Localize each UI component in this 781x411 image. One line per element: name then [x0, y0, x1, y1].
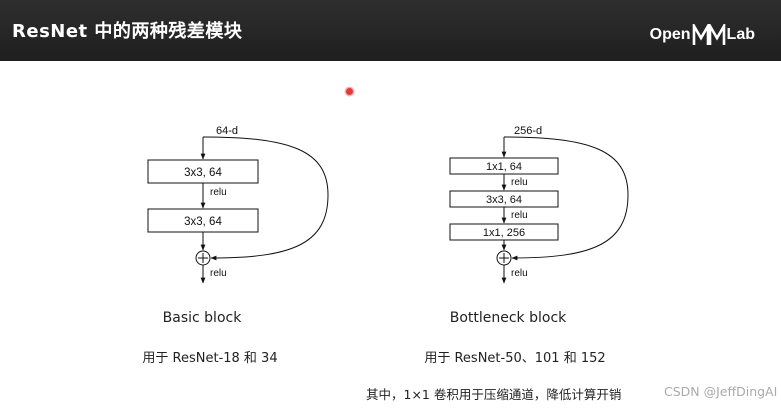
bottleneck-block-diagram: 256-d 1x1, 64 relu 3x3, 64 relu 1x1, 256…	[449, 125, 629, 284]
basic-input-label: 64-d	[216, 125, 238, 137]
basic-output-relu-label: relu	[210, 268, 227, 279]
bottleneck-output-relu-label: relu	[511, 268, 528, 279]
logo-text-left: Open	[649, 26, 691, 43]
basic-sum-node-icon	[195, 250, 211, 266]
bottleneck-layer-label-2: 3x3, 64	[486, 194, 522, 206]
basic-skip-connection	[202, 136, 329, 261]
bottleneck-relu-label-2: relu	[511, 210, 528, 221]
bottleneck-layer-box-3	[449, 223, 559, 241]
footer-note: 其中，1×1 卷积用于压缩通道，降低计算开销	[366, 387, 622, 402]
basic-block-usage: 用于 ResNet-18 和 34	[142, 351, 278, 366]
bottleneck-layer-label-3: 1x1, 256	[483, 227, 525, 239]
basic-layer-label-1: 3x3, 64	[184, 167, 222, 179]
bottleneck-block-usage: 用于 ResNet-50、101 和 152	[424, 351, 606, 366]
bottleneck-relu-label-1: relu	[511, 177, 528, 188]
openmmlab-logo: Open Lab	[650, 22, 755, 48]
bottleneck-layer-box-1	[449, 157, 559, 175]
basic-relu-label-1: relu	[210, 187, 227, 198]
recording-dot-icon	[346, 88, 353, 95]
basic-layer-label-2: 3x3, 64	[184, 216, 222, 228]
bottleneck-layer-box-2	[449, 190, 559, 208]
bottleneck-skip-connection	[503, 136, 629, 261]
watermark: CSDN @JeffDingAI	[664, 384, 778, 399]
basic-layer-box-1	[147, 159, 259, 184]
bottleneck-input-label: 256-d	[514, 125, 542, 137]
mm-logo-icon	[692, 24, 725, 45]
logo-text-right: Lab	[726, 26, 755, 43]
block-name-row: Basic block Bottleneck block	[0, 310, 781, 330]
bottleneck-sum-node-icon	[496, 250, 512, 266]
basic-block-diagram: 64-d 3x3, 64 relu 3x3, 64 relu	[147, 125, 329, 284]
bottleneck-block-name: Bottleneck block	[449, 310, 567, 326]
bottleneck-layer-label-1: 1x1, 64	[486, 161, 522, 173]
header-bar: ResNet 中的两种残差模块 Open Lab	[0, 0, 781, 61]
basic-block-name: Basic block	[162, 310, 242, 326]
slide-title: ResNet 中的两种残差模块	[12, 21, 243, 42]
basic-layer-box-2	[147, 208, 259, 233]
block-usage-row: 用于 ResNet-18 和 34 用于 ResNet-50、101 和 152	[0, 347, 781, 367]
